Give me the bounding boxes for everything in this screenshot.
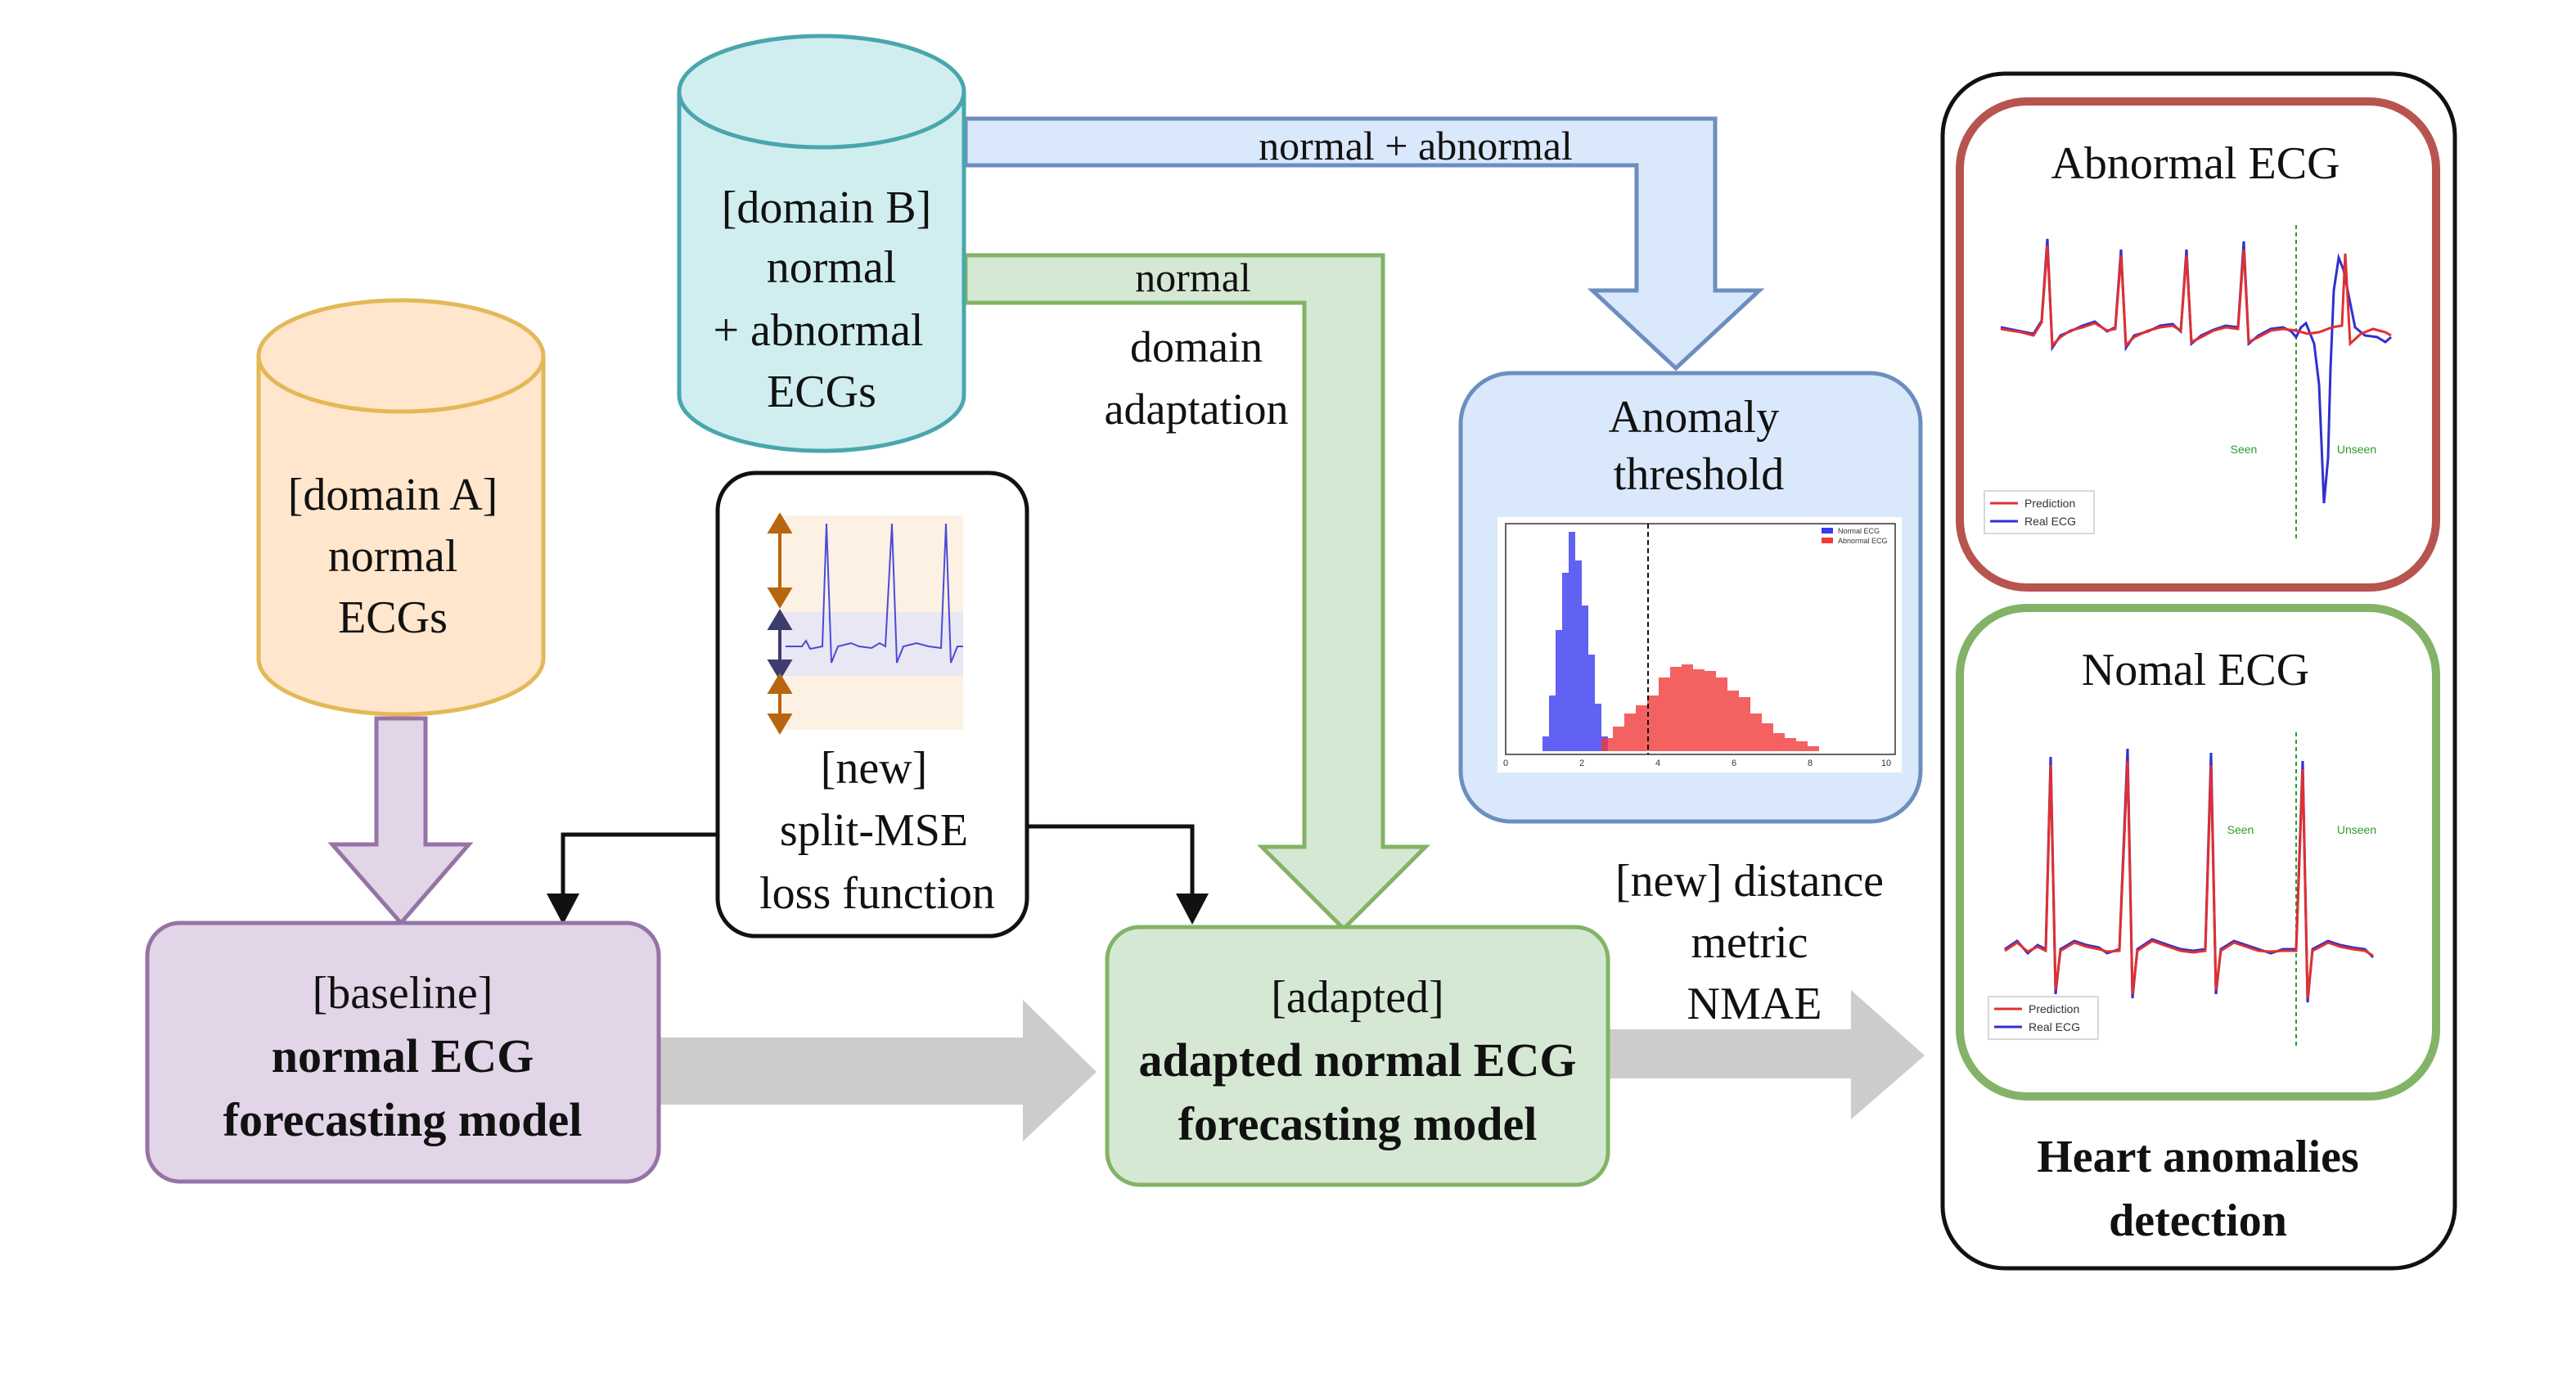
split-mse-to-baseline-arrow (547, 832, 718, 925)
hist-legend-normal: Normal ECG (1838, 527, 1880, 535)
normal-unseen-label: Unseen (2337, 823, 2376, 836)
distance-label-3: NMAE (1687, 979, 1822, 1029)
domain-b-label-4: ECGs (767, 367, 876, 417)
abnormal-ecg-histogram (1601, 664, 1819, 751)
domain-adaptation-label-2: adaptation (1105, 385, 1289, 434)
distance-label-1: [new] distance (1615, 856, 1884, 907)
hist-legend-abnormal: Abnormal ECG (1838, 537, 1888, 545)
detection-box: Abnormal ECG Seen Unseen Prediction Real… (1940, 71, 2457, 1271)
hist-tick-6: 6 (1732, 759, 1736, 768)
domain-a-label-3: ECGs (338, 592, 448, 643)
domain-adaptation-arrow (963, 253, 1431, 932)
abnormal-ecg-title: Abnormal ECG (2051, 138, 2340, 189)
hist-tick-2: 2 (1579, 759, 1584, 768)
abnormal-predicted-ecg (2000, 245, 2392, 349)
adapted-title-2: forecasting model (1178, 1097, 1538, 1150)
hist-tick-10: 10 (1881, 759, 1891, 768)
abnormal-unseen-label: Unseen (2337, 443, 2376, 456)
normal-ecg-panel: Nomal ECG Seen Unseen Prediction Real EC… (1956, 604, 2440, 1101)
detection-title-2: detection (2109, 1195, 2287, 1246)
domain-a-to-baseline-arrow (327, 716, 474, 926)
domain-adaptation-label-1: domain (1130, 322, 1263, 371)
split-mse-box: [new] split-MSE loss function (715, 470, 1029, 939)
abnormal-legend-real: Real ECG (2024, 515, 2076, 528)
normal-predicted-ecg (2004, 760, 2374, 999)
normal-seen-label: Seen (2227, 823, 2254, 836)
domain-a-cylinder: [domain A] normal ECGs (256, 298, 546, 717)
anomaly-threshold-box: Anomaly threshold Normal ECG Abnormal EC… (1458, 371, 1923, 824)
split-mse-to-adapted-arrow (1027, 824, 1209, 925)
adapted-model-box: [adapted] adapted normal ECG forecasting… (1105, 925, 1610, 1187)
baseline-model-box: [baseline] normal ECG forecasting model (145, 921, 661, 1184)
domain-b-label-2: normal (767, 242, 897, 293)
abnormal-ecg-panel: Abnormal ECG Seen Unseen Prediction Real… (1956, 97, 2440, 592)
split-mse-dark-arrow-mid (767, 609, 793, 681)
split-mse-label-2: split-MSE (780, 805, 968, 856)
hist-tick-0: 0 (1503, 759, 1508, 768)
split-mse-orange-arrow-bottom (767, 673, 793, 735)
normal-abnormal-label: normal + abnormal (1259, 123, 1573, 169)
normal-legend-real: Real ECG (2029, 1020, 2080, 1033)
adapted-to-detection-arrow (1596, 990, 1925, 1119)
abnormal-seen-label: Seen (2231, 443, 2258, 456)
split-mse-label-3: loss function (759, 868, 995, 919)
normal-ecg-title: Nomal ECG (2082, 645, 2309, 696)
split-mse-orange-arrow-top (767, 512, 793, 609)
threshold-histogram: Normal ECG Abnormal ECG 0 2 4 6 8 10 (1497, 517, 1902, 772)
domain-a-label-1: [domain A] (288, 470, 498, 520)
detection-title-1: Heart anomalies (2037, 1132, 2358, 1182)
domain-b-label-3: + abnormal (713, 305, 923, 356)
normal-label: normal (1135, 254, 1251, 300)
baseline-title-1: normal ECG (272, 1029, 534, 1083)
hist-tick-8: 8 (1808, 759, 1813, 768)
normal-legend-prediction: Prediction (2029, 1002, 2079, 1015)
anomaly-title-2: threshold (1614, 449, 1784, 500)
distance-label-2: metric (1691, 917, 1808, 968)
adapted-tag: [adapted] (1271, 972, 1443, 1023)
domain-a-label-2: normal (328, 531, 458, 582)
baseline-to-adapted-arrow (655, 1000, 1097, 1141)
normal-abnormal-arrow (963, 116, 1765, 371)
anomaly-title-1: Anomaly (1609, 392, 1779, 443)
abnormal-legend-prediction: Prediction (2024, 497, 2075, 510)
hist-tick-4: 4 (1655, 759, 1660, 768)
baseline-title-2: forecasting model (223, 1093, 583, 1146)
baseline-tag: [baseline] (313, 968, 493, 1019)
normal-ecg-histogram (1542, 532, 1608, 751)
split-mse-label-1: [new] (821, 743, 928, 794)
adapted-title-1: adapted normal ECG (1139, 1033, 1577, 1087)
domain-b-cylinder: [domain B] normal + abnormal ECGs (677, 34, 966, 453)
domain-b-label-1: [domain B] (722, 182, 932, 233)
